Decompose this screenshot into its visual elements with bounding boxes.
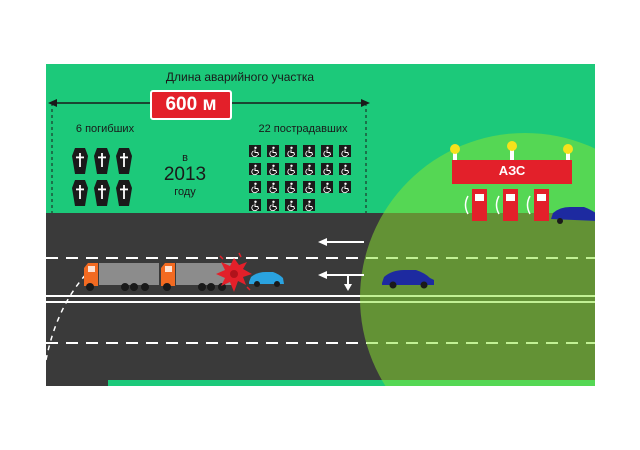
direction-arrow-left-lower — [318, 271, 364, 279]
coffin-cross-icon — [116, 148, 132, 174]
light-blue-car — [249, 272, 284, 287]
exit-lane-curve — [46, 264, 96, 361]
gas-station-lamp-mid — [507, 141, 517, 151]
wheelchair-icon — [338, 144, 352, 158]
dark-blue-car — [382, 270, 434, 289]
bottom-grass-strip — [108, 380, 595, 386]
fuel-pump-2 — [503, 189, 518, 221]
wheelchair-icon — [266, 162, 280, 176]
wheelchair-icon — [284, 180, 298, 194]
wheelchair-icon — [338, 162, 352, 176]
wheelchair-icon — [266, 180, 280, 194]
wheelchair-icon — [284, 162, 298, 176]
wheelchair-icon — [248, 198, 262, 212]
truck-rear — [84, 263, 159, 291]
wheelchair-icon — [302, 198, 316, 212]
year-value: 2013 — [163, 164, 207, 185]
coffin-cross-icon — [94, 148, 110, 174]
wheelchair-icon — [266, 144, 280, 158]
wheelchair-icon — [302, 162, 316, 176]
gas-station-label: АЗС — [498, 163, 526, 178]
year-suffix: году — [174, 186, 196, 198]
wheelchair-icon — [302, 180, 316, 194]
injured-label: 22 пострадавших — [258, 123, 348, 135]
truck-front — [161, 263, 236, 291]
fuel-pump-3 — [534, 189, 549, 221]
wheelchair-icon — [248, 162, 262, 176]
coffin-cross-icon — [72, 180, 88, 206]
coffin-cross-icon — [72, 148, 88, 174]
gas-station-lamp-left — [450, 144, 460, 154]
wheelchair-icon — [248, 144, 262, 158]
wheelchair-icon — [284, 198, 298, 212]
direction-arrow-down — [344, 275, 352, 291]
wheelchair-icon — [266, 198, 280, 212]
wheelchair-icon — [284, 144, 298, 158]
section-length-label: Длина аварийного участка — [165, 70, 315, 84]
wheelchair-icon — [302, 144, 316, 158]
gas-station — [450, 141, 573, 221]
wheelchair-icon — [320, 180, 334, 194]
year-prefix: в — [182, 152, 188, 164]
wheelchair-icon — [320, 144, 334, 158]
wheelchair-icon — [248, 180, 262, 194]
direction-arrow-left-top — [318, 238, 364, 246]
wheelchair-icon — [338, 180, 352, 194]
gas-station-canopy — [452, 160, 572, 184]
wheelchair-icon — [320, 162, 334, 176]
deaths-label: 6 погибших — [75, 123, 135, 135]
parked-car — [551, 207, 595, 224]
gas-station-lamp-right — [563, 144, 573, 154]
section-length-badge: 600 м — [150, 90, 232, 120]
coffin-cross-icon — [94, 180, 110, 206]
explosion-icon — [216, 252, 252, 292]
fuel-pump-1 — [472, 189, 487, 221]
coffin-cross-icon — [116, 180, 132, 206]
